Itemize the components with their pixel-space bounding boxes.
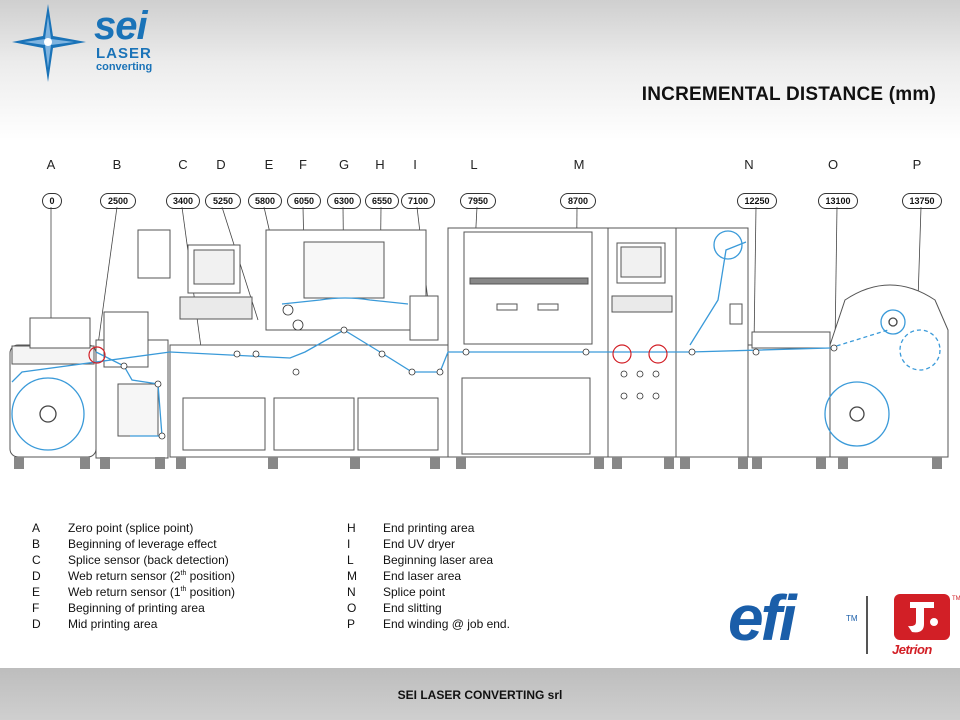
marker-letter-b: B [112,157,122,172]
marker-letter-o: O [827,157,839,172]
distance-badge-p: 13750 [902,193,942,209]
rewind-core [880,309,906,335]
marker-letter-h: H [375,157,385,172]
footer: SEI LASER CONVERTING srl [0,668,960,720]
marker-letter-g: G [338,157,350,172]
marker-letter-f: F [299,157,307,172]
rollers [120,304,838,440]
machine-frames [9,227,949,459]
marker-letter-m: M [573,157,585,172]
efi-logo: efi [728,582,797,654]
machine-feet [14,457,942,469]
sei-logo-word: sei [94,4,148,48]
distance-badge-h: 6550 [365,193,399,209]
distance-badge-c: 3400 [166,193,200,209]
jetrion-mark-icon [894,594,950,640]
distance-badge-n: 12250 [737,193,777,209]
splice-table [29,317,91,349]
machine-diagram [9,206,949,469]
distance-badge-i: 7100 [401,193,435,209]
distance-badge-m: 8700 [560,193,596,209]
marker-letter-e: E [264,157,274,172]
distance-badge-o: 13100 [818,193,858,209]
sei-logo-laser: LASER [96,45,152,62]
sei-logo-converting: converting [96,61,153,73]
distance-badge-d: 5250 [205,193,241,209]
distance-badge-f: 6050 [287,193,321,209]
jetrion-word: Jetrion [892,642,932,657]
marker-letter-i: I [413,157,417,172]
jetrion-logo: Jetrion TM [890,592,960,658]
highlight-circles [88,344,668,364]
marker-letter-a: A [46,157,56,172]
distance-badge-e: 5800 [248,193,282,209]
efi-trademark: TM [846,614,858,623]
rewinder-frame [829,284,949,458]
sei-logo: sei LASER converting [8,2,168,84]
footer-company: SEI LASER CONVERTING srl [397,688,563,702]
keyboard [179,296,253,320]
jetrion-trademark: TM [952,596,960,602]
page-title: INCREMENTAL DISTANCE (mm) [641,84,936,105]
distance-badge-a: 0 [42,193,62,209]
control-cabinet [137,229,171,279]
uv-dryer [409,295,439,341]
marker-letter-c: C [178,157,188,172]
marker-letter-d: D [216,157,226,172]
logo-separator [866,596,868,654]
tension-roll [713,230,743,260]
marker-letter-l: L [470,157,478,172]
partner-logos: efi TM Jetrion TM [706,582,960,666]
header-band [0,0,960,140]
web-path [11,230,941,451]
unwind-roll [11,377,85,451]
distance-badge-l: 7950 [460,193,496,209]
marker-letter-p: P [912,157,922,172]
tension-module [675,227,749,458]
slitter-table [747,344,831,458]
distance-badge-b: 2500 [100,193,136,209]
sei-star-icon [12,4,86,82]
marker-letter-n: N [744,157,754,172]
distance-badge-g: 6300 [327,193,361,209]
